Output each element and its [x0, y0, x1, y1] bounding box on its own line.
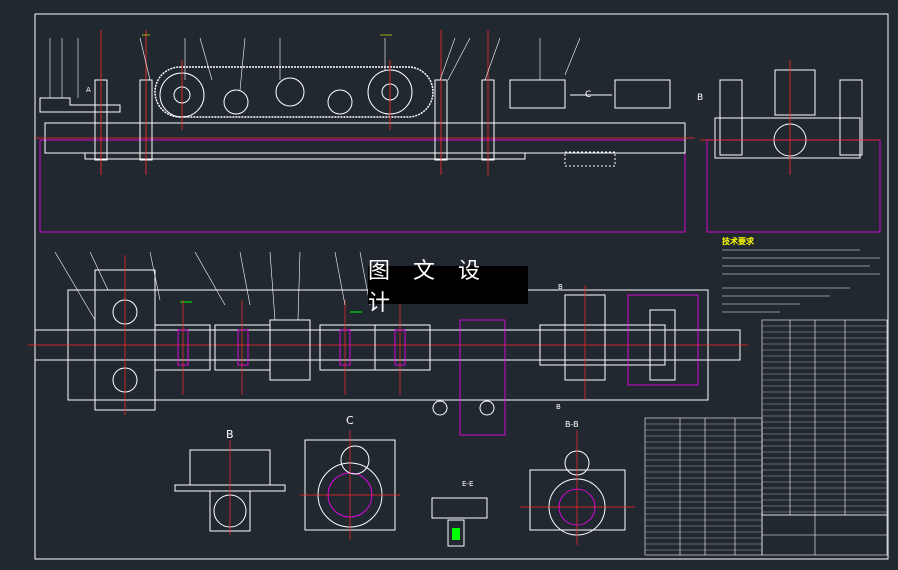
- chain-drive: [154, 66, 434, 118]
- label-b-top: B: [697, 93, 704, 103]
- roller-sections: [154, 319, 431, 381]
- right-motor: [774, 69, 816, 116]
- label-view-bb: B-B: [565, 420, 579, 429]
- label-b-marker-2: B: [556, 403, 561, 411]
- drawing-frame: [34, 13, 889, 560]
- view-e: [431, 497, 488, 547]
- dimension-box-right: [706, 139, 881, 233]
- technical-notes: [722, 249, 880, 313]
- motor-2: [614, 79, 671, 109]
- view-b: [174, 440, 286, 535]
- label-view-c: C: [346, 414, 354, 427]
- notes-title: 技术要求: [722, 237, 754, 246]
- motor-1: [509, 79, 566, 109]
- top-right-side-view: [700, 60, 881, 233]
- watermark: 图 文 设 计: [368, 259, 528, 316]
- label-c-top: C: [585, 90, 592, 100]
- top-main-view: [35, 30, 695, 233]
- dimension-box-top: [39, 139, 686, 233]
- label-a-marker: A: [86, 86, 91, 94]
- view-bb: [520, 430, 635, 545]
- label-b-marker-1: B: [558, 283, 563, 291]
- label-view-b: B: [226, 428, 234, 441]
- magenta-dim-mid: [627, 294, 699, 386]
- table-rows: [645, 325, 887, 551]
- parts-table: [644, 319, 888, 556]
- view-c: [300, 430, 400, 540]
- label-view-e: E-E: [462, 480, 474, 488]
